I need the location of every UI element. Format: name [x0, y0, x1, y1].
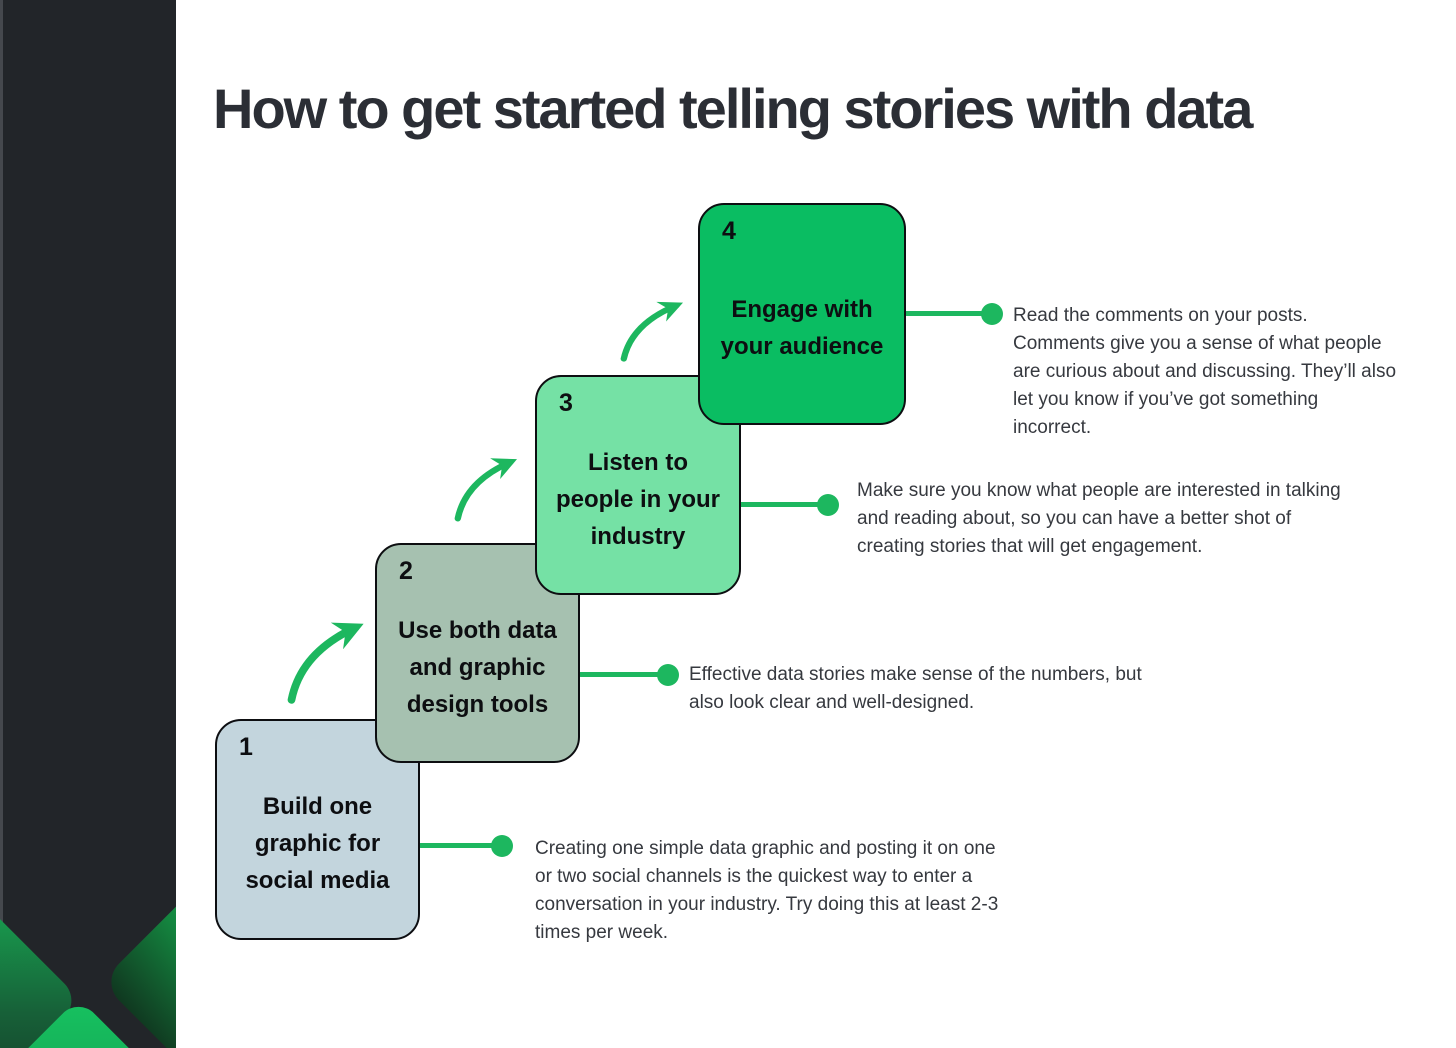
curved-arrow-step1-to-step2-icon — [287, 622, 364, 704]
connector-dot-step4 — [981, 303, 1003, 325]
step-4-number: 4 — [722, 217, 736, 245]
step-card-3: 3 Listen to people in your industry — [535, 375, 741, 595]
step-3-title: Listen to people in your industry — [555, 448, 720, 550]
diamond-shape-right — [100, 847, 176, 1048]
step-2-description: Effective data stories make sense of the… — [689, 664, 1142, 713]
sidebar-decoration — [0, 0, 176, 1048]
step-card-4: 4 Engage with your audience — [698, 203, 906, 425]
step-1-description: Creating one simple data graphic and pos… — [535, 838, 999, 943]
connector-line-step3 — [738, 502, 828, 507]
step-2-title: Use both data and graphic design tools — [398, 616, 557, 718]
step-1-number: 1 — [239, 733, 253, 761]
connector-dot-step2 — [657, 664, 679, 686]
step-3-description: Make sure you know what people are inter… — [857, 480, 1341, 557]
connector-dot-step3 — [817, 494, 839, 516]
connector-line-step1 — [418, 843, 502, 848]
curved-arrow-step3-to-step4-icon — [620, 301, 684, 362]
page-title: How to get started telling stories with … — [213, 77, 1253, 140]
step-3-number: 3 — [559, 389, 573, 417]
step-2-number: 2 — [399, 557, 413, 585]
step-4-title: Engage with your audience — [720, 296, 884, 360]
step-4-description: Read the comments on your posts. Comment… — [1013, 305, 1397, 438]
step-1-title: Build one graphic for social media — [245, 793, 390, 894]
connector-dot-step1 — [491, 835, 513, 857]
connector-line-step4 — [904, 311, 992, 316]
connector-line-step2 — [578, 672, 668, 677]
curved-arrow-step2-to-step3-icon — [454, 458, 518, 522]
